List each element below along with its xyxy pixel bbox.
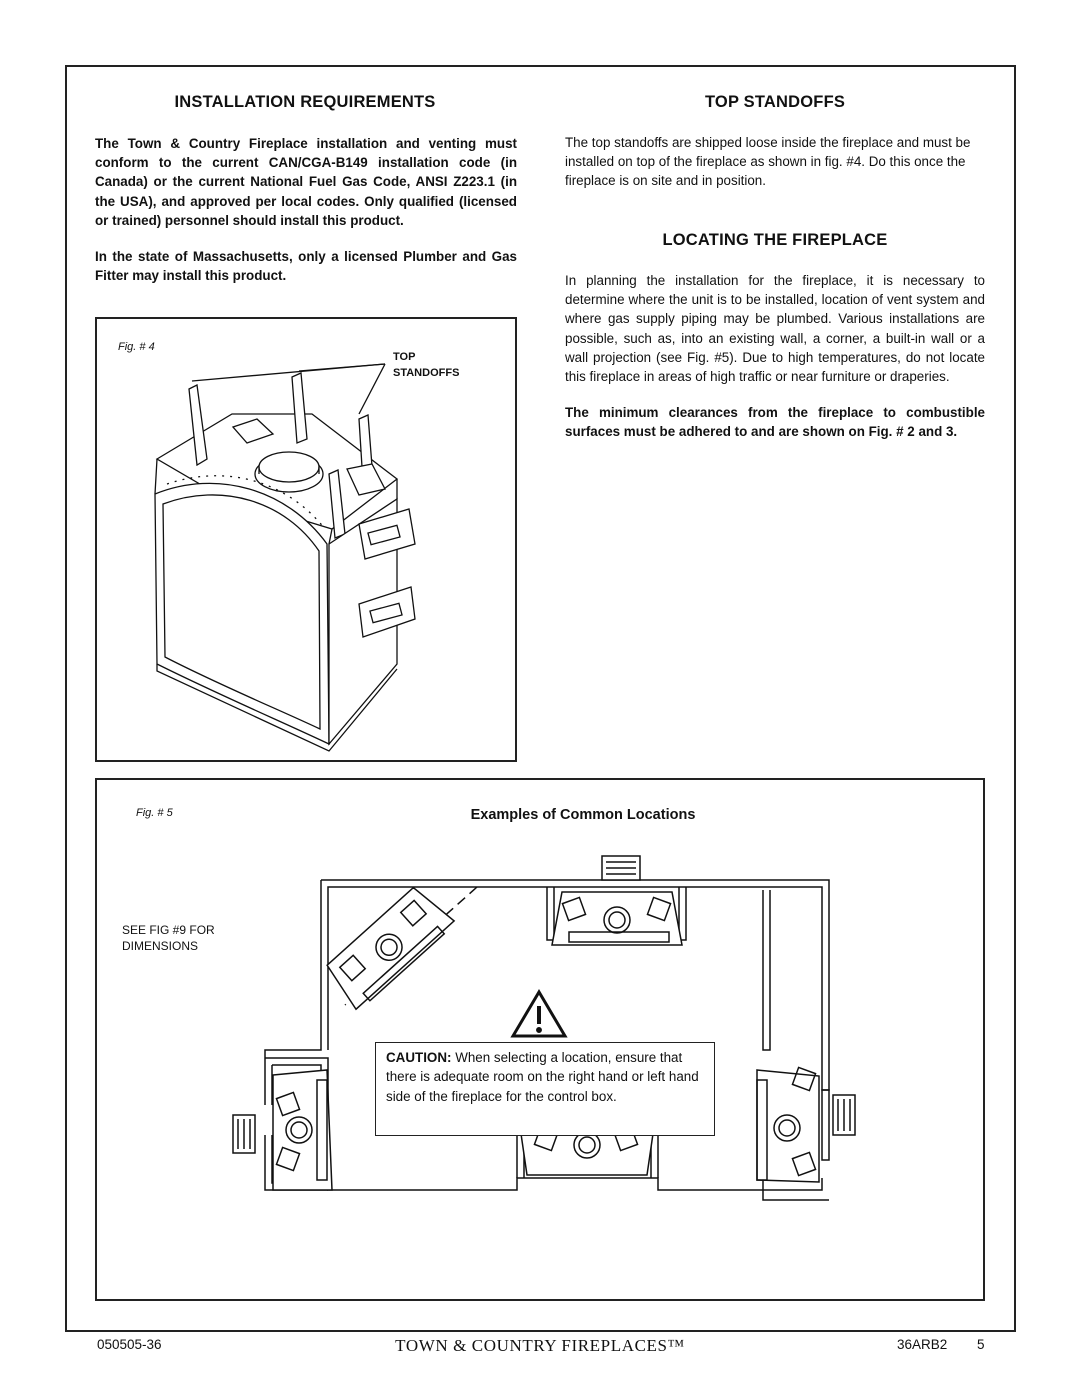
top-standoffs-paragraph: The top standoffs are shipped loose insi… xyxy=(565,135,971,189)
caution-label: CAUTION: xyxy=(386,1050,452,1065)
figure-5-box xyxy=(95,778,985,1301)
installation-requirements-heading: INSTALLATION REQUIREMENTS xyxy=(174,93,436,111)
callout-line-2: STANDOFFS xyxy=(393,367,460,379)
figure-5-title: Examples of Common Locations xyxy=(470,807,696,823)
callout-line-1: TOP xyxy=(393,351,416,363)
fireplace-isometric-drawing xyxy=(154,363,416,752)
document-number: 050505-36 xyxy=(97,1337,162,1352)
model-number: 36ARB2 xyxy=(897,1337,948,1352)
page-frame xyxy=(65,65,1016,1332)
minimum-clearances-paragraph: The minimum clearances from the fireplac… xyxy=(565,405,985,440)
installation-code-paragraph: The Town & Country Fireplace installatio… xyxy=(95,136,517,228)
top-standoffs-callout: TOP STANDOFFS xyxy=(393,349,459,381)
massachusetts-paragraph: In the state of Massachusetts, only a li… xyxy=(95,249,517,284)
dimensions-note-line-2: DIMENSIONS xyxy=(122,939,199,953)
page-number: 5 xyxy=(977,1337,985,1352)
brand-wordmark: TOWN & COUNTRY FIREPLACES™ xyxy=(395,1336,685,1355)
dimensions-note-line-1: SEE FIG #9 FOR xyxy=(122,923,215,937)
figure-4-box xyxy=(95,317,517,762)
caution-box xyxy=(375,1042,715,1136)
dimensions-note: SEE FIG #9 FOR DIMENSIONS xyxy=(122,922,215,954)
room-plan-drawing xyxy=(232,855,856,1201)
caution-body: When selecting a location, ensure that t… xyxy=(386,1050,699,1104)
figure-5-label: Fig. # 5 xyxy=(136,807,173,819)
locating-fireplace-paragraph: In planning the installation for the fir… xyxy=(565,273,985,385)
top-standoffs-heading: TOP STANDOFFS xyxy=(704,93,846,111)
figure-4-label: Fig. # 4 xyxy=(118,341,155,353)
locating-fireplace-heading: LOCATING THE FIREPLACE xyxy=(662,231,888,249)
caution-text: CAUTION: When selecting a location, ensu… xyxy=(386,1048,708,1106)
